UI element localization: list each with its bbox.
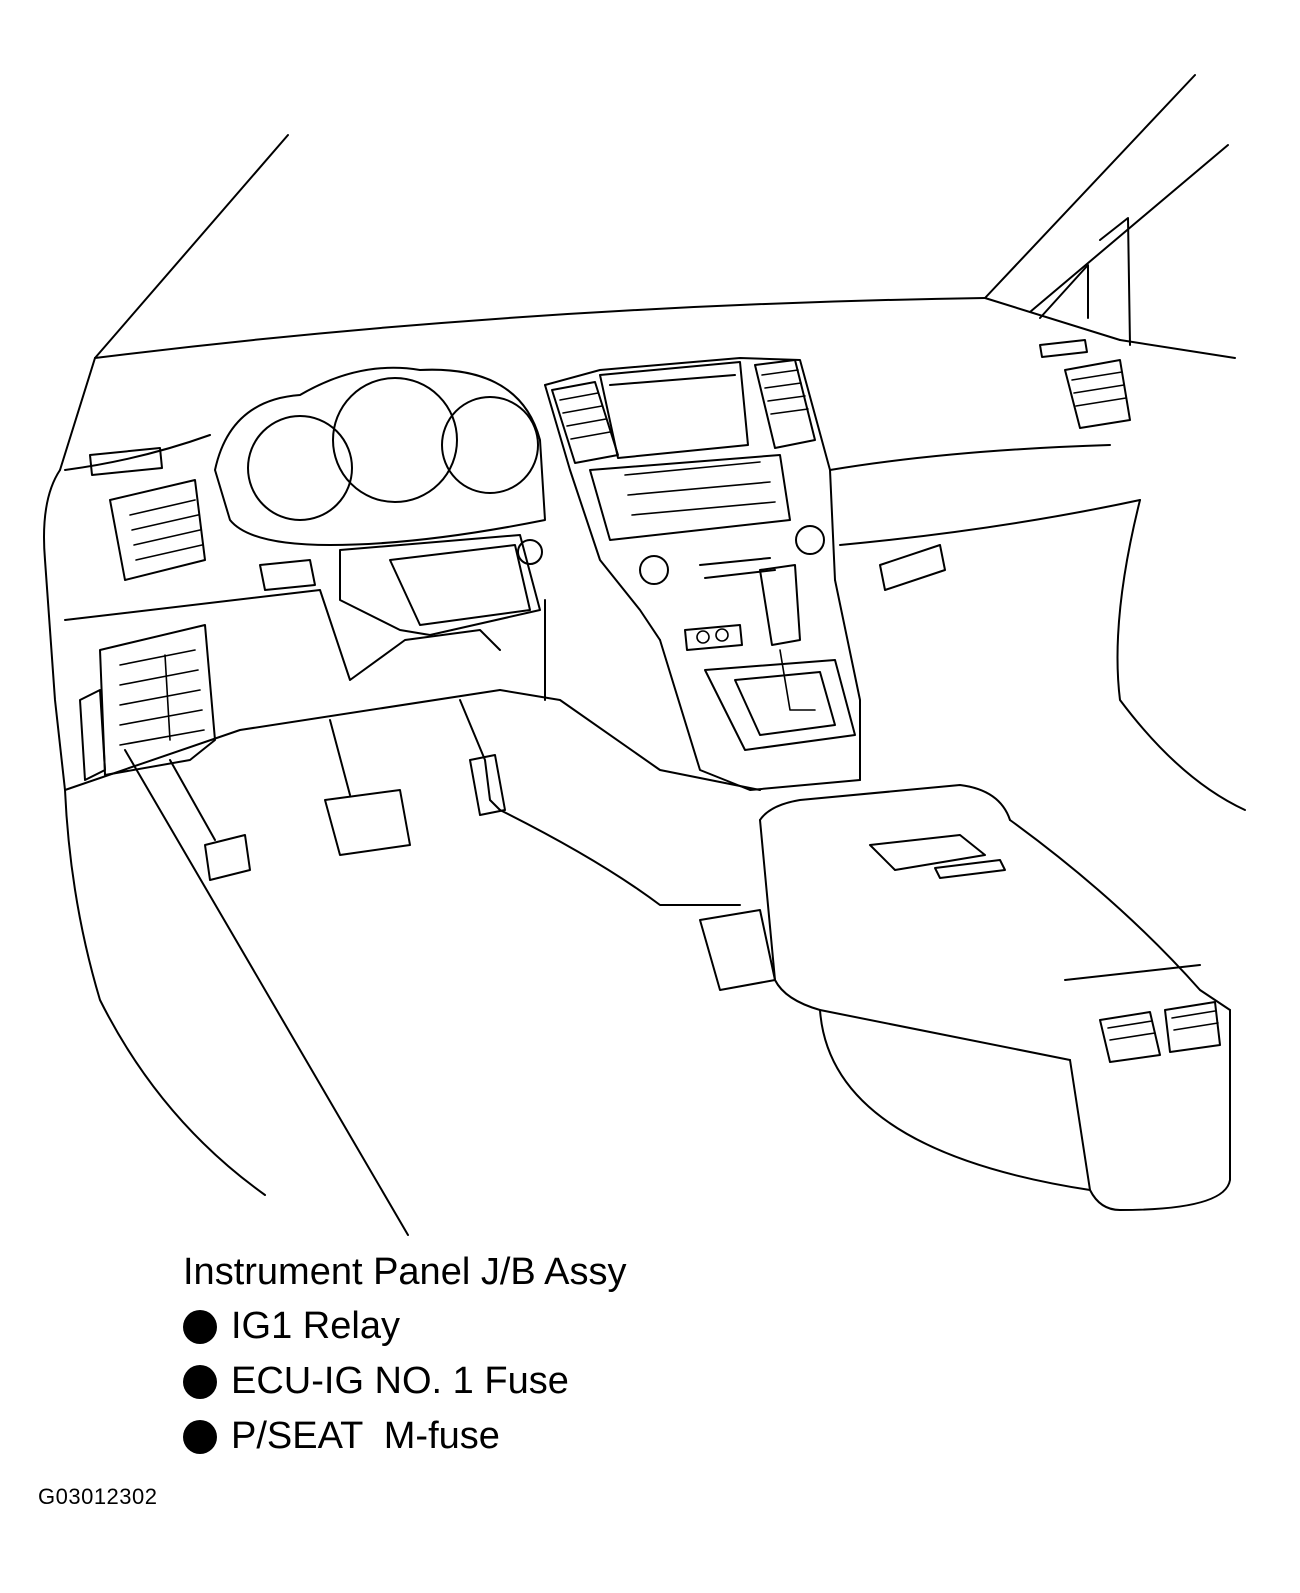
center-console xyxy=(699,784,1231,1211)
steering-column xyxy=(339,534,543,636)
list-item: P/SEAT M-fuse xyxy=(183,1409,943,1464)
bullet-icon xyxy=(183,1309,217,1344)
component-label: IG1 Relay xyxy=(231,1305,400,1347)
instrument-cluster xyxy=(214,366,546,546)
pedals xyxy=(169,699,506,881)
a-pillar-right xyxy=(984,74,1236,359)
callout-leader-line xyxy=(124,749,409,1236)
figure-id: G03012302 xyxy=(38,1484,158,1509)
callout-title: Instrument Panel J/B Assy xyxy=(183,1251,627,1293)
junction-block xyxy=(79,624,216,781)
passenger-dash xyxy=(829,339,1246,811)
floor xyxy=(499,809,741,906)
gear-shifter xyxy=(659,564,861,791)
component-label: P/SEAT M-fuse xyxy=(231,1415,500,1457)
component-list: IG1 Relay ECU-IG NO. 1 Fuse P/SEAT M-fus… xyxy=(183,1299,943,1464)
callout-block: Instrument Panel J/B Assy IG1 Relay ECU-… xyxy=(183,1245,943,1464)
lower-dash xyxy=(64,559,761,791)
component-label: ECU-IG NO. 1 Fuse xyxy=(231,1360,569,1402)
list-item: ECU-IG NO. 1 Fuse xyxy=(183,1354,943,1409)
list-item: IG1 Relay xyxy=(183,1299,943,1354)
bullet-icon xyxy=(183,1364,217,1399)
center-stack xyxy=(544,357,836,641)
left-air-vent xyxy=(89,447,206,581)
bullet-icon xyxy=(183,1419,217,1454)
dash-left-side xyxy=(43,434,266,1196)
dashboard-top xyxy=(94,297,1121,359)
a-pillar-left xyxy=(59,134,289,471)
